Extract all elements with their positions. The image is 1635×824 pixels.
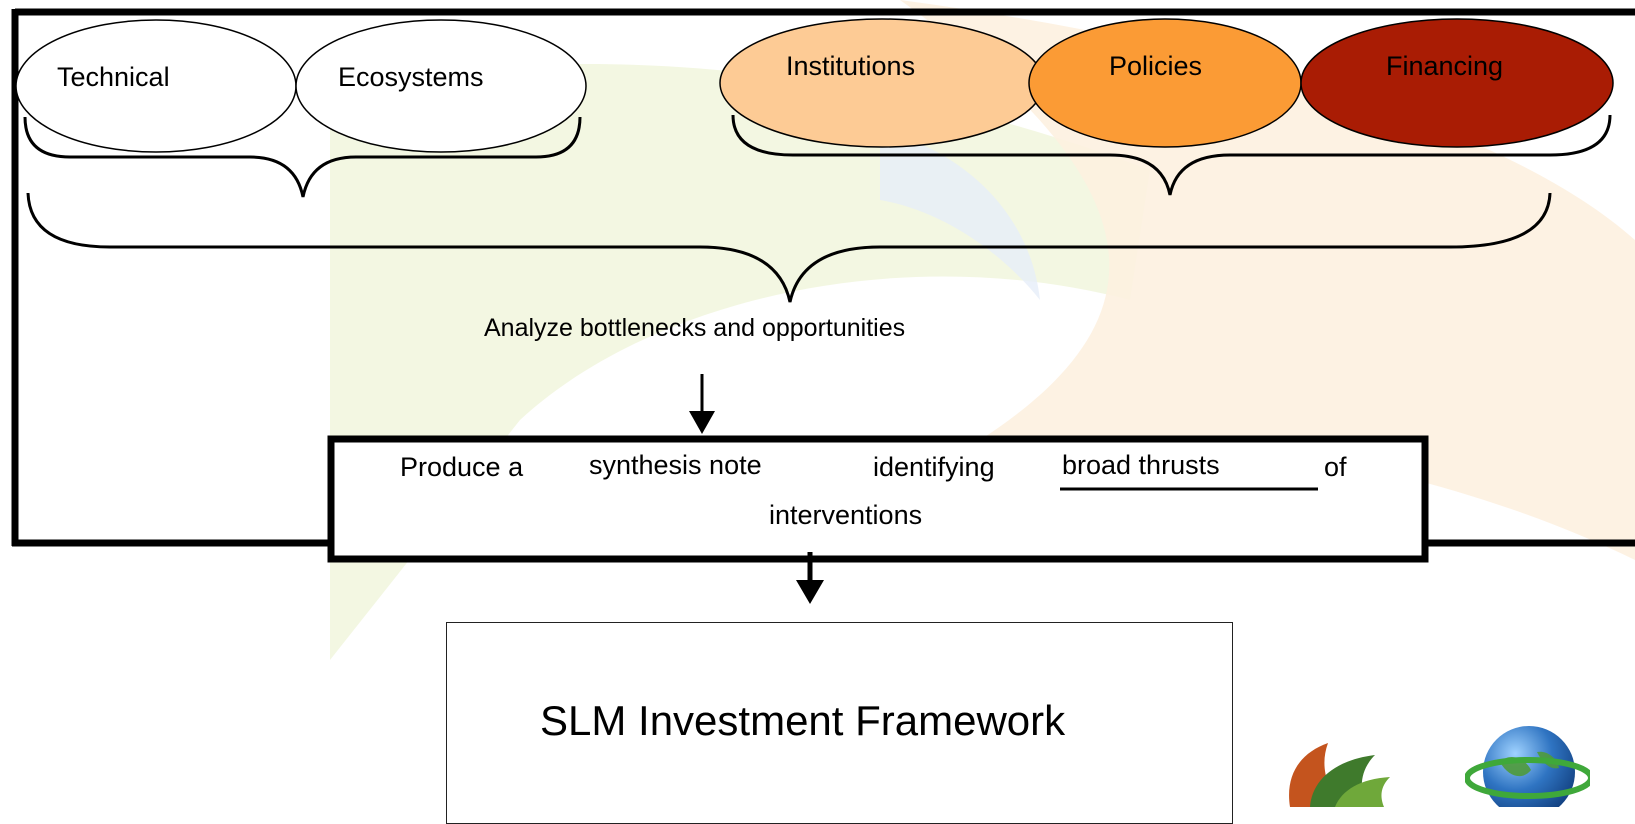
watermark-swoosh-blue — [880, 130, 1040, 300]
left-brace — [23, 116, 582, 198]
synthesis-text-note: synthesis note — [589, 450, 762, 480]
synthesis-box — [327, 435, 1429, 563]
oval-policies — [1028, 18, 1302, 148]
globe-logo-icon — [1465, 726, 1590, 807]
arrow-to-framework-head — [796, 580, 824, 604]
financing-label: Financing — [1386, 51, 1504, 81]
institutions-label: Institutions — [786, 51, 916, 81]
synthesis-text-produce: Produce a — [400, 452, 524, 482]
oval-financing — [1300, 18, 1614, 148]
arrow-to-synthesis-head — [689, 411, 715, 434]
synthesis-text-identifying: identifying — [873, 452, 995, 482]
synthesis-text-of: of — [1324, 452, 1347, 482]
oval-ecosystems — [295, 19, 587, 153]
synthesis-text-broad-thrusts: broad thrusts — [1062, 450, 1220, 480]
policies-label: Policies — [1109, 51, 1203, 81]
framework-box — [446, 622, 1233, 824]
leaf-logo-icon — [1289, 743, 1390, 807]
diagram-canvas — [11, 8, 1635, 604]
right-brace — [731, 114, 1612, 196]
analyze-label: Analyze bottlenecks and opportunities — [484, 314, 906, 342]
synthesis-text-interventions: interventions — [769, 500, 923, 530]
framework-title: SLM Investment Framework — [540, 697, 1066, 744]
technical-label: Technical — [57, 62, 170, 92]
big-brace — [26, 192, 1552, 303]
ecosystems-label: Ecosystems — [338, 62, 484, 92]
oval-institutions — [719, 18, 1045, 148]
